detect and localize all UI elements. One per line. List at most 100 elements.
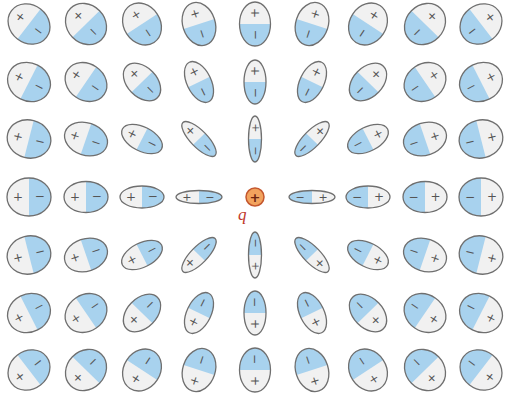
polarity-sign: +	[250, 123, 261, 132]
molecule-ellipse	[171, 227, 227, 283]
molecule-ellipse	[397, 285, 453, 341]
molecule-ellipse	[284, 285, 340, 341]
molecule-ellipse	[227, 54, 283, 110]
polar-molecule: +−	[284, 285, 340, 341]
molecule-ellipse	[1, 111, 57, 167]
polarity-sign: −	[33, 245, 46, 259]
molecule-ellipse	[227, 0, 283, 52]
polar-molecule: +−	[58, 227, 114, 283]
polarity-sign: +	[318, 192, 327, 203]
polar-molecule: +−	[58, 169, 114, 225]
polar-molecule: +−	[397, 342, 453, 395]
molecule-ellipse	[1, 169, 57, 225]
polarity-sign: −	[148, 191, 158, 203]
molecule-ellipse	[453, 285, 506, 341]
molecule-ellipse	[114, 54, 170, 110]
polarity-sign: +	[485, 130, 498, 144]
polar-molecule: +−	[58, 0, 114, 52]
polar-molecule: +−	[227, 0, 283, 52]
molecule-ellipse	[1, 0, 57, 52]
molecule-ellipse	[114, 342, 170, 395]
polar-molecule: +−	[453, 169, 506, 225]
polar-molecule: +−	[58, 111, 114, 167]
molecule-ellipse	[340, 285, 396, 341]
molecule-ellipse	[171, 111, 227, 167]
polar-molecule: +−	[453, 285, 506, 341]
molecule-ellipse	[1, 227, 57, 283]
polarity-sign: −	[465, 191, 475, 203]
molecule-ellipse	[340, 227, 396, 283]
polarity-sign: −	[249, 296, 261, 306]
polarity-sign: +	[374, 191, 384, 203]
molecule-ellipse	[284, 169, 340, 225]
molecule-ellipse	[453, 169, 506, 225]
polar-molecule: +−	[453, 54, 506, 110]
molecule-ellipse	[1, 342, 57, 395]
polar-molecule: +−	[171, 169, 227, 225]
molecule-ellipse	[340, 169, 396, 225]
polarity-sign: −	[35, 191, 45, 203]
molecule-ellipse	[171, 285, 227, 341]
polar-molecule: +−	[114, 111, 170, 167]
molecule-ellipse	[284, 54, 340, 110]
molecule-ellipse	[1, 54, 57, 110]
polarity-sign: +	[250, 262, 261, 271]
polarity-sign: −	[408, 191, 418, 203]
molecule-ellipse	[58, 169, 114, 225]
polar-molecule: +−	[397, 0, 453, 52]
molecule-ellipse	[340, 54, 396, 110]
polar-molecule: +−	[171, 227, 227, 283]
polar-molecule: +−	[453, 0, 506, 52]
molecule-ellipse	[397, 111, 453, 167]
molecule-ellipse	[227, 227, 283, 283]
polarity-sign: +	[249, 8, 261, 18]
polarity-sign: +	[126, 191, 136, 203]
molecule-ellipse	[114, 111, 170, 167]
polar-molecule: +−	[171, 111, 227, 167]
polar-molecule: +−	[227, 342, 283, 395]
molecule-ellipse	[114, 0, 170, 52]
polar-molecule: +−	[58, 54, 114, 110]
molecule-ellipse	[284, 111, 340, 167]
molecule-ellipse	[171, 54, 227, 110]
polar-molecule: +−	[1, 342, 57, 395]
charge-label: q	[238, 206, 247, 223]
molecule-ellipse	[1, 285, 57, 341]
molecule-ellipse	[397, 342, 453, 395]
polar-molecule: +−	[340, 169, 396, 225]
molecule-ellipse	[171, 169, 227, 225]
charge-sign: +	[250, 191, 261, 204]
polar-molecule: +−	[1, 0, 57, 52]
molecule-ellipse	[227, 342, 283, 395]
polar-molecule: +−	[171, 285, 227, 341]
polar-molecule: +−	[114, 169, 170, 225]
polar-molecule: +−	[284, 54, 340, 110]
polar-molecule: +−	[397, 227, 453, 283]
molecule-ellipse	[284, 227, 340, 283]
polar-molecule: +−	[114, 54, 170, 110]
polar-molecule: +−	[58, 285, 114, 341]
polarity-sign: +	[487, 191, 497, 203]
polar-molecule: +−	[340, 54, 396, 110]
polar-molecule: +−	[340, 227, 396, 283]
polarity-sign: +	[249, 66, 261, 76]
polar-molecule: +−	[114, 342, 170, 395]
molecule-ellipse	[340, 0, 396, 52]
polar-molecule: +−	[340, 285, 396, 341]
polarity-sign: −	[250, 239, 261, 248]
charge-circle	[246, 188, 264, 206]
polarity-sign: −	[250, 146, 261, 155]
polar-molecule: +−	[284, 111, 340, 167]
polarity-sign: +	[69, 191, 79, 203]
molecule-ellipse	[58, 54, 114, 110]
polar-molecule: +−	[171, 54, 227, 110]
polar-molecule: +−	[114, 285, 170, 341]
polar-molecule: +−	[58, 342, 114, 395]
polar-molecule: +−	[1, 285, 57, 341]
polar-molecule: +−	[284, 169, 340, 225]
polarity-sign: +	[249, 318, 261, 328]
polarity-sign: −	[352, 191, 362, 203]
polar-molecule: +−	[114, 0, 170, 52]
polar-molecule: +−	[227, 54, 283, 110]
molecule-ellipse	[453, 0, 506, 52]
